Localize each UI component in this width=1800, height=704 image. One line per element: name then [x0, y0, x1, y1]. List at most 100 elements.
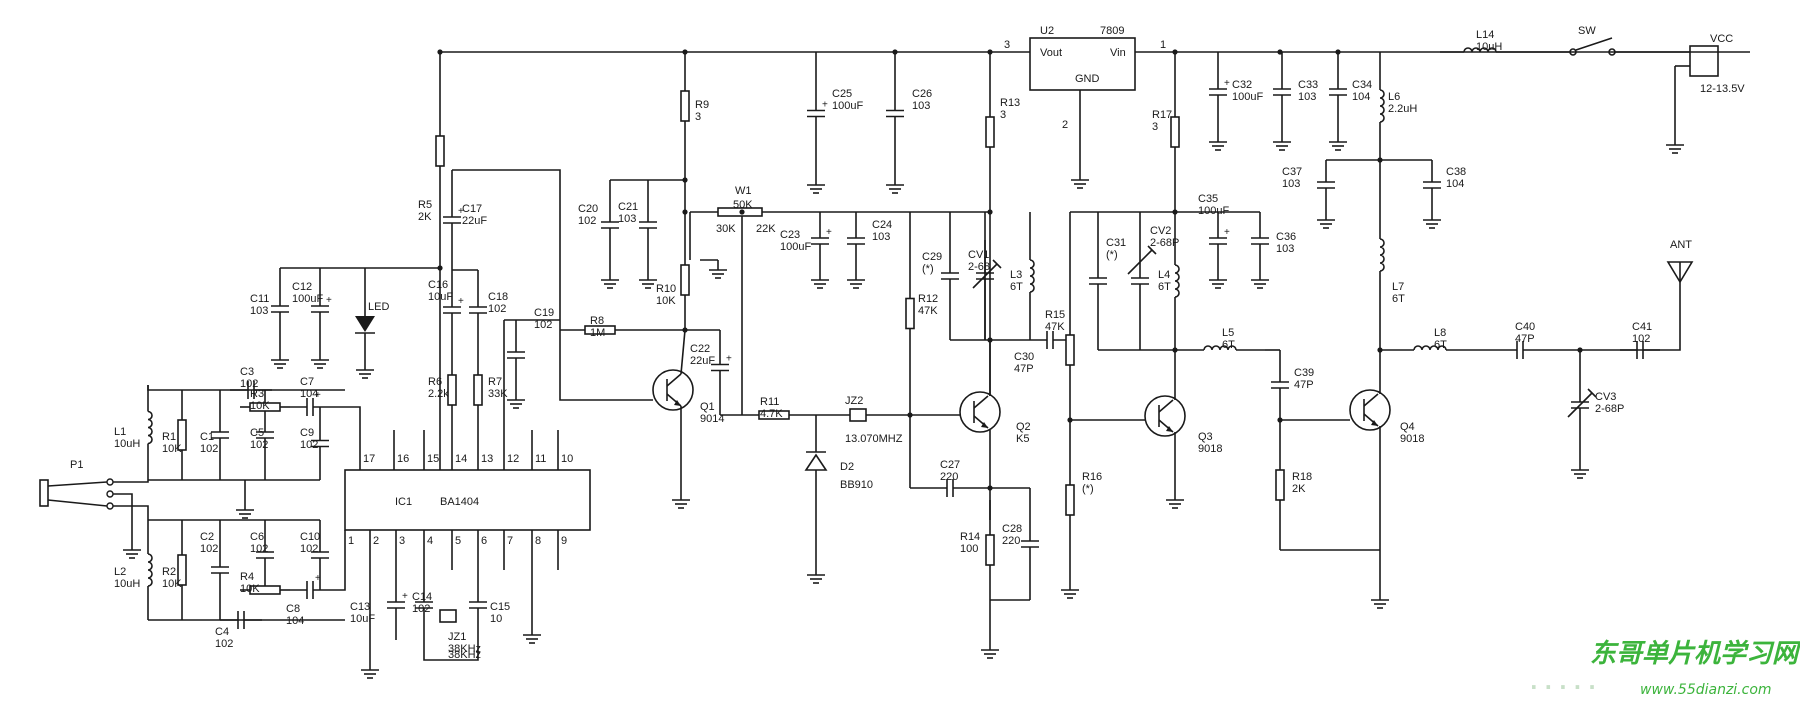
value-l3: 6T — [1010, 281, 1023, 293]
junction — [682, 177, 688, 183]
ref-c19: C19 — [534, 307, 554, 319]
svg-text:+: + — [726, 354, 732, 365]
c32-cap: + — [1209, 78, 1230, 96]
junction — [907, 412, 913, 418]
value-c38: 104 — [1446, 178, 1464, 190]
ref-q1: Q1 — [700, 401, 715, 413]
value-c41: 102 — [1632, 333, 1650, 345]
value-r12: 47K — [918, 305, 938, 317]
ic1-pin-bottom: 6 — [481, 535, 487, 547]
ref-c14: C14 — [412, 591, 432, 603]
value-r2: 10K — [162, 578, 182, 590]
value-d2: BB910 — [840, 479, 873, 491]
watermark-url: www.55dianzi.com — [1640, 682, 1772, 698]
ref-c1: C1 — [200, 431, 214, 443]
ground-icon — [236, 500, 254, 519]
ground-icon — [807, 565, 825, 584]
ant-label: ANT — [1670, 239, 1692, 251]
svg-text:+: + — [1224, 78, 1230, 89]
value-r4: 10K — [240, 583, 260, 595]
junction — [892, 49, 898, 55]
ref-c27: C27 — [940, 459, 960, 471]
ref-r1: R1 — [162, 431, 176, 443]
ic1-pin-bottom: 5 — [455, 535, 461, 547]
u2-ref: U2 — [1040, 25, 1054, 37]
trimmer-arrow — [1147, 245, 1157, 255]
ground-icon — [1209, 270, 1227, 289]
value-c35: 100uF — [1198, 205, 1229, 217]
ref-c6: C6 — [250, 531, 264, 543]
jz2-crystal — [849, 408, 867, 422]
p1-terminal — [106, 502, 114, 510]
ref-q3: Q3 — [1198, 431, 1213, 443]
value-c33: 103 — [1298, 91, 1316, 103]
value-l1: 10uH — [114, 438, 140, 450]
watermark: 东哥单片机学习网 · · · · · www.55dianzi.com — [1530, 639, 1800, 699]
r14-resistor — [985, 534, 995, 566]
c14-cap — [415, 601, 433, 609]
ic1-part: BA1404 — [440, 496, 479, 508]
jz1-crystal — [439, 609, 457, 623]
wire — [680, 329, 686, 375]
svg-text:+: + — [315, 390, 321, 401]
ref-c21: C21 — [618, 201, 638, 213]
ref-r3: R3 — [250, 388, 264, 400]
cv2-cap — [1131, 277, 1149, 285]
ref-c36: C36 — [1276, 231, 1296, 243]
wire — [452, 169, 561, 320]
ref-c23: C23 — [780, 229, 800, 241]
value-c9: 102 — [300, 439, 318, 451]
c25-cap: + — [807, 100, 828, 118]
ground-icon — [311, 350, 329, 369]
ref-r17: R17 — [1152, 109, 1172, 121]
ref-c3: C3 — [240, 366, 254, 378]
ref-q4: Q4 — [1400, 421, 1415, 433]
c34-cap — [1329, 88, 1347, 96]
c22-cap: + — [711, 354, 732, 372]
u2-vout: Vout — [1040, 47, 1062, 59]
junction — [1335, 49, 1341, 55]
value-r9: 3 — [695, 111, 701, 123]
r15-resistor — [1065, 334, 1075, 366]
value-c40: 47P — [1515, 333, 1535, 345]
value-l8: 6T — [1434, 339, 1447, 351]
r11-resistor — [758, 410, 790, 420]
c39-cap — [1271, 381, 1289, 389]
ref-c4: C4 — [215, 626, 229, 638]
ref-c28: C28 — [1002, 523, 1022, 535]
wire — [559, 330, 653, 401]
ref-c34: C34 — [1352, 79, 1372, 91]
value-q4: 9018 — [1400, 433, 1424, 445]
ic1-pin-top: 14 — [455, 453, 467, 465]
value-l6: 2.2uH — [1388, 103, 1417, 115]
r13-resistor — [985, 116, 995, 148]
svg-text:+: + — [822, 100, 828, 111]
ref-c13: C13 — [350, 601, 370, 613]
ref-c35: C35 — [1198, 193, 1218, 205]
wire — [423, 640, 479, 661]
c11-cap — [271, 305, 289, 313]
ref-c31: C31 — [1106, 237, 1126, 249]
r7-resistor — [473, 374, 483, 406]
p1-terminal — [106, 490, 114, 498]
svg-text:+: + — [458, 296, 464, 307]
value-r14: 100 — [960, 543, 978, 555]
ref-r18: R18 — [1292, 471, 1312, 483]
svg-text:+: + — [315, 573, 321, 584]
l3-inductor — [1029, 259, 1035, 293]
sw-lever — [1575, 37, 1613, 51]
value-r17: 3 — [1152, 121, 1158, 133]
ref-l8: L8 — [1434, 327, 1446, 339]
ref-l14: L14 — [1476, 29, 1494, 41]
ic1-pin-top: 15 — [427, 453, 439, 465]
ground-icon — [1571, 460, 1589, 479]
ground-icon — [1071, 170, 1089, 189]
value-q2: K5 — [1016, 433, 1029, 445]
d2-varactor — [804, 453, 828, 471]
c9-cap — [311, 439, 329, 448]
ref-c16: C16 — [428, 279, 448, 291]
ref-jz1: JZ1 — [448, 631, 466, 643]
ic1-pin-bottom: 7 — [507, 535, 513, 547]
u2-pin2: 2 — [1062, 119, 1068, 131]
w1-b: 22K — [756, 223, 776, 235]
